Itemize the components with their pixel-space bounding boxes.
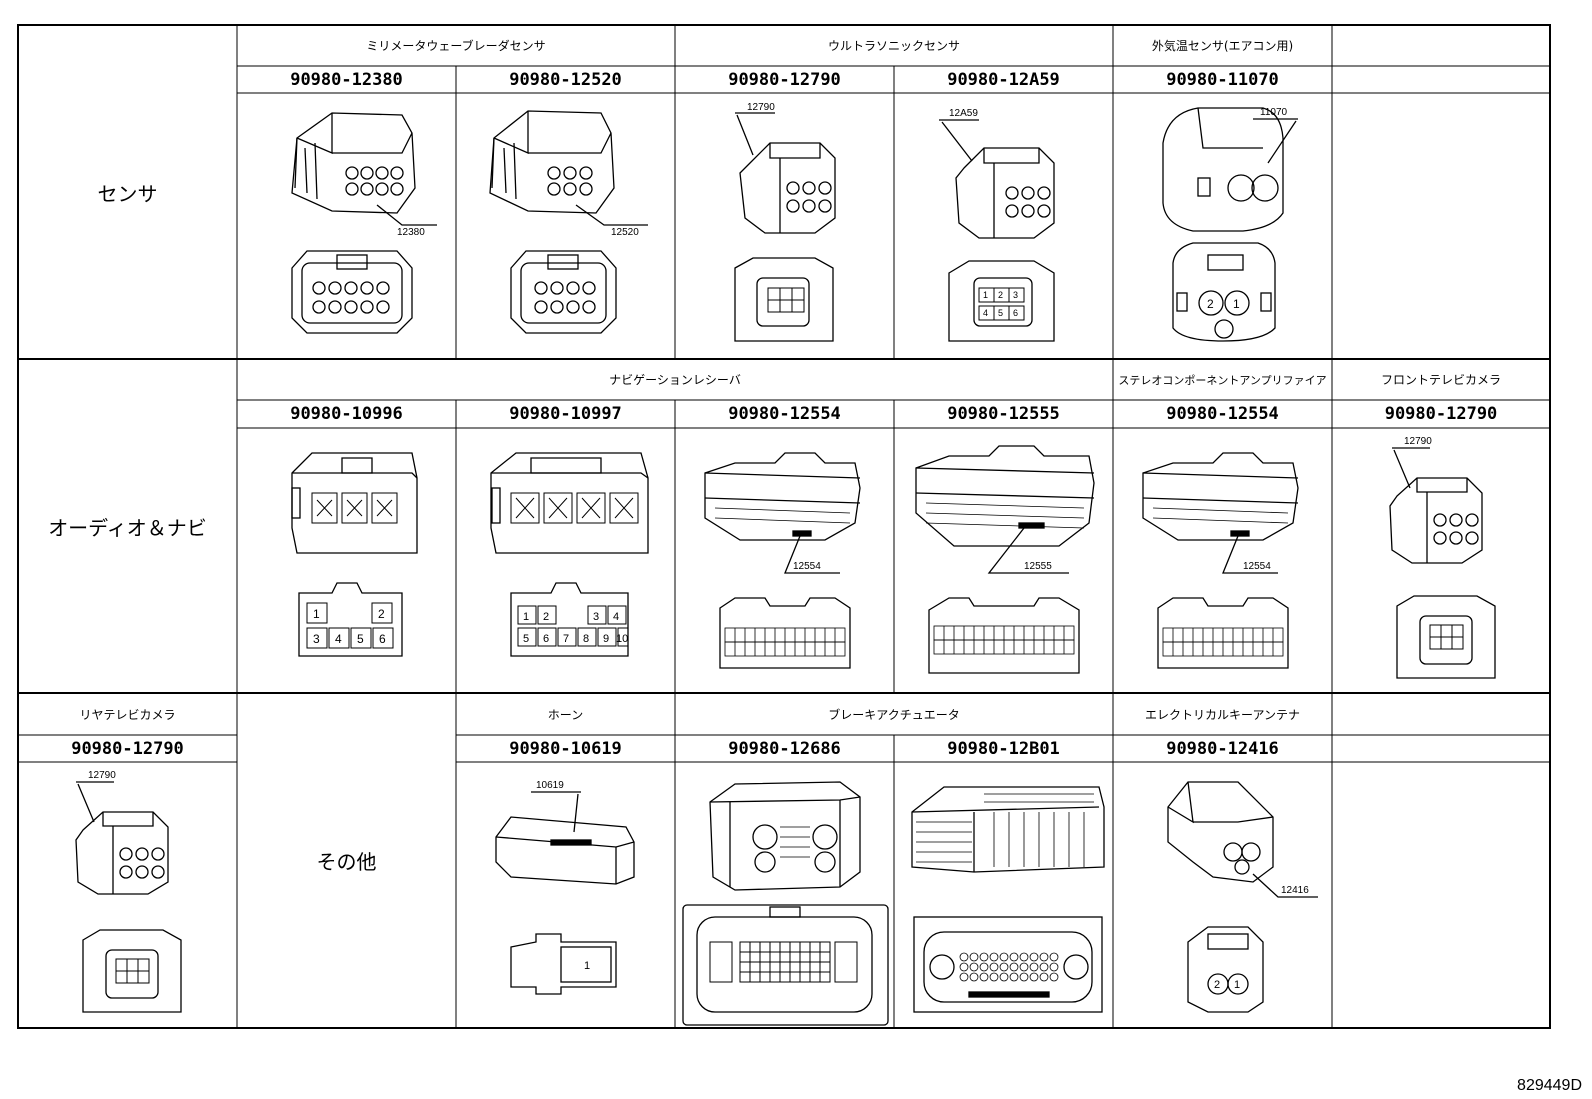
- pin-number: 4: [613, 611, 619, 623]
- pin-number: 3: [593, 611, 599, 623]
- callout-label: 12554: [1243, 561, 1271, 572]
- pin-number: 9: [603, 633, 609, 645]
- group-header-ultrasonic: ウルトラソニックセンサ: [827, 39, 960, 53]
- part-number: 90980-12520: [509, 69, 622, 90]
- pin-number: 5: [523, 633, 529, 645]
- callout-label: 12380: [397, 227, 425, 238]
- pin-number: 6: [1013, 308, 1018, 318]
- connector-illustration: 12790: [1332, 428, 1550, 693]
- pin-number: 1: [523, 611, 529, 623]
- part-number: 90980-10619: [509, 738, 622, 759]
- pin-number: 2: [378, 607, 385, 621]
- pin-number: 1: [1233, 297, 1240, 311]
- connector-illustration: [675, 762, 894, 1028]
- pin-number: 1: [983, 290, 988, 300]
- connector-illustration: 12380: [237, 93, 456, 359]
- category-sensor: センサ: [97, 181, 158, 206]
- pin-number: 2: [543, 611, 549, 623]
- pin-number: 5: [998, 308, 1003, 318]
- callout-label: 12A59: [949, 108, 978, 119]
- pin-number: 3: [313, 632, 320, 646]
- callout-label: 12416: [1281, 885, 1309, 896]
- part-number: 90980-12A59: [947, 69, 1060, 90]
- group-header-electrical-key-antenna: エレクトリカルキーアンテナ: [1144, 707, 1301, 722]
- callout-label: 12554: [793, 561, 821, 572]
- group-header-horn: ホーン: [547, 707, 584, 722]
- callout-label: 11070: [1260, 107, 1288, 118]
- connector-illustration: 10619 1: [456, 762, 675, 1028]
- connector-illustration: 12555: [894, 428, 1113, 693]
- pin-number: 2: [998, 290, 1003, 300]
- group-header-rear-tv-camera: リヤテレビカメラ: [79, 707, 176, 722]
- group-header-ambient-temp: 外気温センサ(エアコン用): [1151, 39, 1294, 53]
- connector-illustration: 12520: [456, 93, 675, 359]
- pin-number: 1: [313, 607, 320, 621]
- pin-number: 7: [563, 633, 569, 645]
- connector-illustration: 12790: [675, 93, 894, 359]
- part-number: 90980-12B01: [947, 738, 1060, 759]
- callout-label: 12555: [1024, 561, 1052, 572]
- callout-label: 12790: [88, 770, 116, 781]
- pin-number: 2: [1214, 979, 1220, 991]
- callout-label: 10619: [536, 780, 564, 791]
- part-number: 90980-12554: [728, 404, 841, 424]
- pin-number: 6: [543, 633, 549, 645]
- pin-number: 1: [584, 960, 590, 972]
- part-number: 90980-12554: [1166, 404, 1279, 424]
- part-number: 90980-12790: [71, 738, 184, 759]
- connector-illustration: 1 2 3 4 5 6: [237, 428, 456, 693]
- part-number: 90980-12416: [1166, 738, 1279, 759]
- part-number: 90980-10997: [509, 404, 622, 424]
- pin-number: 10: [616, 633, 628, 645]
- pin-number: 1: [1234, 979, 1240, 991]
- part-number: 90980-12380: [290, 69, 403, 90]
- connector-illustration: 12790: [18, 762, 237, 1028]
- part-number: 90980-12555: [947, 404, 1060, 424]
- connector-illustration: 1 2 3 4 5 6 7 8 9 10: [456, 428, 675, 693]
- part-number: 90980-10996: [290, 404, 403, 424]
- connector-illustration: [894, 762, 1113, 1028]
- group-header-navigation-receiver: ナビゲーションレシーバ: [609, 373, 741, 387]
- figure-code: 829449D: [1517, 1077, 1582, 1094]
- group-header-front-tv-camera: フロントテレビカメラ: [1380, 373, 1501, 387]
- group-header-brake-actuator: ブレーキアクチュエータ: [828, 707, 960, 722]
- connector-illustration: 12416 2 1: [1113, 762, 1332, 1028]
- part-number: 90980-12686: [728, 738, 841, 759]
- pin-number: 4: [335, 632, 342, 646]
- callout-label: 12790: [1404, 436, 1432, 447]
- pin-number: 4: [983, 308, 988, 318]
- part-number: 90980-12790: [1384, 404, 1498, 424]
- part-number: 90980-11070: [1166, 69, 1279, 90]
- connector-illustration: 11070 2 1: [1113, 93, 1332, 359]
- pin-number: 8: [583, 633, 589, 645]
- pin-number: 2: [1207, 297, 1214, 311]
- part-number: 90980-12790: [728, 69, 841, 90]
- callout-label: 12790: [747, 102, 775, 113]
- connector-illustration: 12554: [675, 428, 894, 693]
- group-header-stereo-amplifier: ステレオコンポーネントアンプリファイア: [1118, 373, 1327, 387]
- callout-label: 12520: [611, 227, 639, 238]
- pin-number: 6: [379, 632, 386, 646]
- category-other: その他: [316, 850, 377, 874]
- category-audio-navi: オーディオ＆ナビ: [48, 515, 207, 540]
- group-header-mmwave-radar: ミリメータウェーブレーダセンサ: [366, 39, 546, 53]
- connector-illustration: 12A59 1 2 3 4 5 6: [894, 93, 1113, 359]
- pin-number: 3: [1013, 290, 1018, 300]
- connector-illustration: 12554: [1113, 428, 1332, 693]
- pin-number: 5: [357, 632, 364, 646]
